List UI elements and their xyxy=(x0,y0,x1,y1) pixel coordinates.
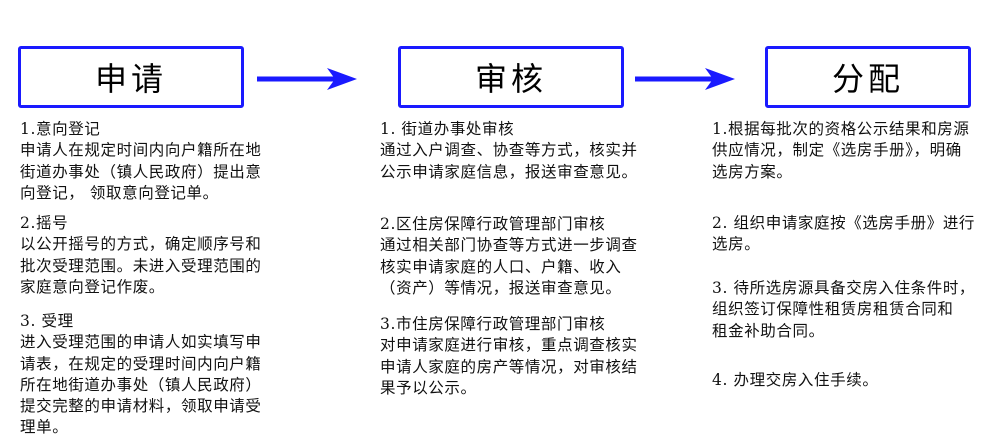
step-text-line: 核实申请家庭的人口、户籍、收入 xyxy=(380,257,622,276)
step-paragraph: 1.根据每批次的资格公示结果和房源供应情况，制定《选房手册》，明确选房方案。 xyxy=(712,119,970,183)
step-heading-line: 2.摇号 xyxy=(20,214,69,232)
step-heading-line: 3. 受理 xyxy=(20,312,74,330)
right-arrow-icon xyxy=(257,68,357,90)
step-text-line: 申请人家庭的房产等情况，对审核结 xyxy=(380,357,638,376)
right-arrow-icon xyxy=(635,68,735,90)
step-heading-line: 2.区住房保障行政管理部门审核 xyxy=(380,215,606,233)
step-text-line: 申请人在规定时间内向户籍所在地 xyxy=(20,141,262,160)
step-paragraph: 1. 街道办事处审核通过入户调查、协查等方式，核实并公示申请家庭信息，报送审查意… xyxy=(380,119,638,183)
step-text-line: 通过相关部门协查等方式进一步调查 xyxy=(380,236,638,255)
step-heading-line: 1.意向登记 xyxy=(20,120,101,138)
step-paragraph: 3. 受理进入受理范围的申请人如实填写申请表，在规定的受理时间内向户籍所在地街道… xyxy=(20,311,262,439)
step-text-line: （资产）等情况，报送审查意见。 xyxy=(380,278,622,297)
step-text-line: 对申请家庭进行审核，重点调查核实 xyxy=(380,336,638,355)
step-paragraph: 2.区住房保障行政管理部门审核通过相关部门协查等方式进一步调查核实申请家庭的人口… xyxy=(380,214,638,299)
step-text-line: 以公开摇号的方式，确定顺序号和 xyxy=(20,235,262,254)
step-text-line: 租金补助合同。 xyxy=(712,321,825,340)
step-text-line: 街道办事处（镇人民政府）提出意 xyxy=(20,162,262,181)
step-heading-line: 3.市住房保障行政管理部门审核 xyxy=(380,315,606,333)
step-text-line: 供应情况，制定《选房手册》，明确 xyxy=(712,141,962,160)
step-heading-line: 2. 组织申请家庭按《选房手册》进行 xyxy=(712,214,976,232)
stage-review-box: 审核 xyxy=(398,46,624,108)
step-text-line: 公示申请家庭信息，报送审查意见。 xyxy=(380,162,638,181)
step-text-line: 所在地街道办事处（镇人民政府） xyxy=(20,375,262,394)
step-text-line: 果予以公示。 xyxy=(380,378,477,397)
step-text-line: 向登记， 领取意向登记单。 xyxy=(20,183,219,202)
step-paragraph: 4. 办理交房入住手续。 xyxy=(712,370,878,391)
step-heading-line: 1.根据每批次的资格公示结果和房源 xyxy=(712,120,970,138)
step-text-line: 选房方案。 xyxy=(712,162,793,181)
step-paragraph: 3. 待所选房源具备交房入住条件时， 组织签订保障性租赁房租赁合同和租金补助合同。 xyxy=(712,278,975,342)
step-text-line: 理单。 xyxy=(20,418,69,437)
stage-apply-box: 申请 xyxy=(18,46,244,108)
step-heading-line: 4. 办理交房入住手续。 xyxy=(712,371,879,389)
stage-allocate-box: 分配 xyxy=(765,46,971,108)
step-text-line: 提交完整的申请材料，领取申请受 xyxy=(20,397,262,416)
step-text-line: 选房。 xyxy=(712,235,761,254)
step-heading-line: 3. 待所选房源具备交房入住条件时， xyxy=(712,279,976,297)
step-text-line: 请表，在规定的受理时间内向户籍 xyxy=(20,354,262,373)
step-paragraph: 3.市住房保障行政管理部门审核对申请家庭进行审核，重点调查核实申请人家庭的房产等… xyxy=(380,314,638,399)
step-text-line: 批次受理范围。未进入受理范围的 xyxy=(20,256,262,275)
step-paragraph: 2.摇号以公开摇号的方式，确定顺序号和批次受理范围。未进入受理范围的家庭意向登记… xyxy=(20,213,262,298)
step-text-line: 进入受理范围的申请人如实填写申 xyxy=(20,333,262,352)
step-paragraph: 1.意向登记申请人在规定时间内向户籍所在地街道办事处（镇人民政府）提出意向登记，… xyxy=(20,119,262,204)
step-text-line: 家庭意向登记作废。 xyxy=(20,277,165,296)
stage-title: 分配 xyxy=(831,60,904,98)
step-text-line: 组织签订保障性租赁房租赁合同和 xyxy=(712,300,954,319)
step-paragraph: 2. 组织申请家庭按《选房手册》进行选房。 xyxy=(712,213,975,256)
stage-title: 申请 xyxy=(94,60,167,98)
step-text-line: 通过入户调查、协查等方式，核实并 xyxy=(380,141,638,160)
step-heading-line: 1. 街道办事处审核 xyxy=(380,120,515,138)
stage-title: 审核 xyxy=(474,60,547,98)
